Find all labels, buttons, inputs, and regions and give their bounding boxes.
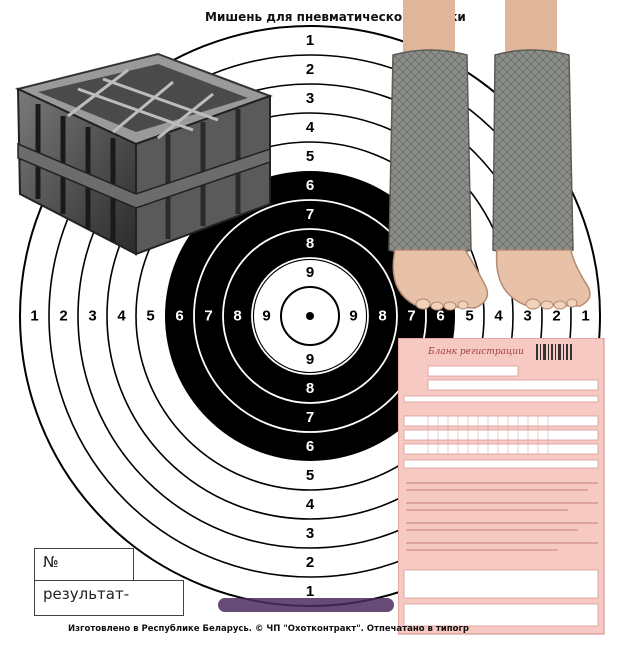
target-inner-ring-9 [251,257,369,375]
ring-label-left-1: 1 [30,308,38,325]
ring-label-top-6: 6 [306,177,314,194]
target-inner-ring-7 [193,199,427,433]
ring-label-right-9: 9 [349,308,357,325]
plastic-bottle-crate-icon [15,52,273,256]
ring-label-top-4: 4 [306,119,315,136]
target-number-box: № [34,548,134,582]
ring-label-bottom-1: 1 [306,583,314,600]
form-title: Бланк регистрации [427,347,524,357]
target-result-box: результат- [34,580,184,616]
target-title: Мишень для пневматического оружи [205,10,466,24]
ring-label-left-7: 7 [204,308,212,325]
ring-label-top-2: 2 [306,61,314,78]
ring-label-bottom-8: 8 [306,380,314,397]
ring-label-bottom-4: 4 [306,496,315,513]
ring-label-bottom-3: 3 [306,525,314,542]
ring-label-left-2: 2 [59,308,67,325]
target-ring-2 [48,54,572,578]
ring-label-bottom-7: 7 [306,409,314,426]
ring-label-bottom-6: 6 [306,438,314,455]
ring-label-top-1: 1 [306,32,314,49]
ring-label-top-9: 9 [306,264,314,281]
ring-label-left-9: 9 [262,308,270,325]
ring-label-left-4: 4 [117,308,126,325]
target-ring-10 [280,286,340,346]
ring-label-right-1: 1 [581,308,589,325]
ink-scribble [218,598,394,612]
ring-label-right-4: 4 [494,308,503,325]
ring-label-left-3: 3 [88,308,96,325]
ring-label-right-8: 8 [378,308,386,325]
target-bullseye [306,312,314,320]
target-ring-5 [135,141,485,491]
ring-label-left-6: 6 [175,308,183,325]
target-ring-3 [77,83,543,549]
exam-answer-form-icon: Бланк регистрации [398,338,605,635]
ring-label-right-7: 7 [407,308,415,325]
ring-label-top-5: 5 [306,148,314,165]
ring-label-top-7: 7 [306,206,314,223]
target-footer: Изготовлено в Республике Беларусь. © ЧП … [68,624,469,634]
ring-label-left-8: 8 [233,308,241,325]
ring-label-top-8: 8 [306,235,314,252]
ring-label-right-6: 6 [436,308,444,325]
target-ring-4 [106,112,514,520]
ring-label-top-3: 3 [306,90,314,107]
ring-label-right-2: 2 [552,308,560,325]
ring-label-right-3: 3 [523,308,531,325]
target-inner-ring-8 [222,228,398,404]
ring-label-bottom-2: 2 [306,554,314,571]
ring-label-left-5: 5 [146,308,154,325]
ring-label-bottom-9: 9 [306,351,314,368]
bare-feet-leg-warmers-icon [388,0,591,311]
ring-label-right-5: 5 [465,308,473,325]
ring-label-bottom-5: 5 [306,467,314,484]
